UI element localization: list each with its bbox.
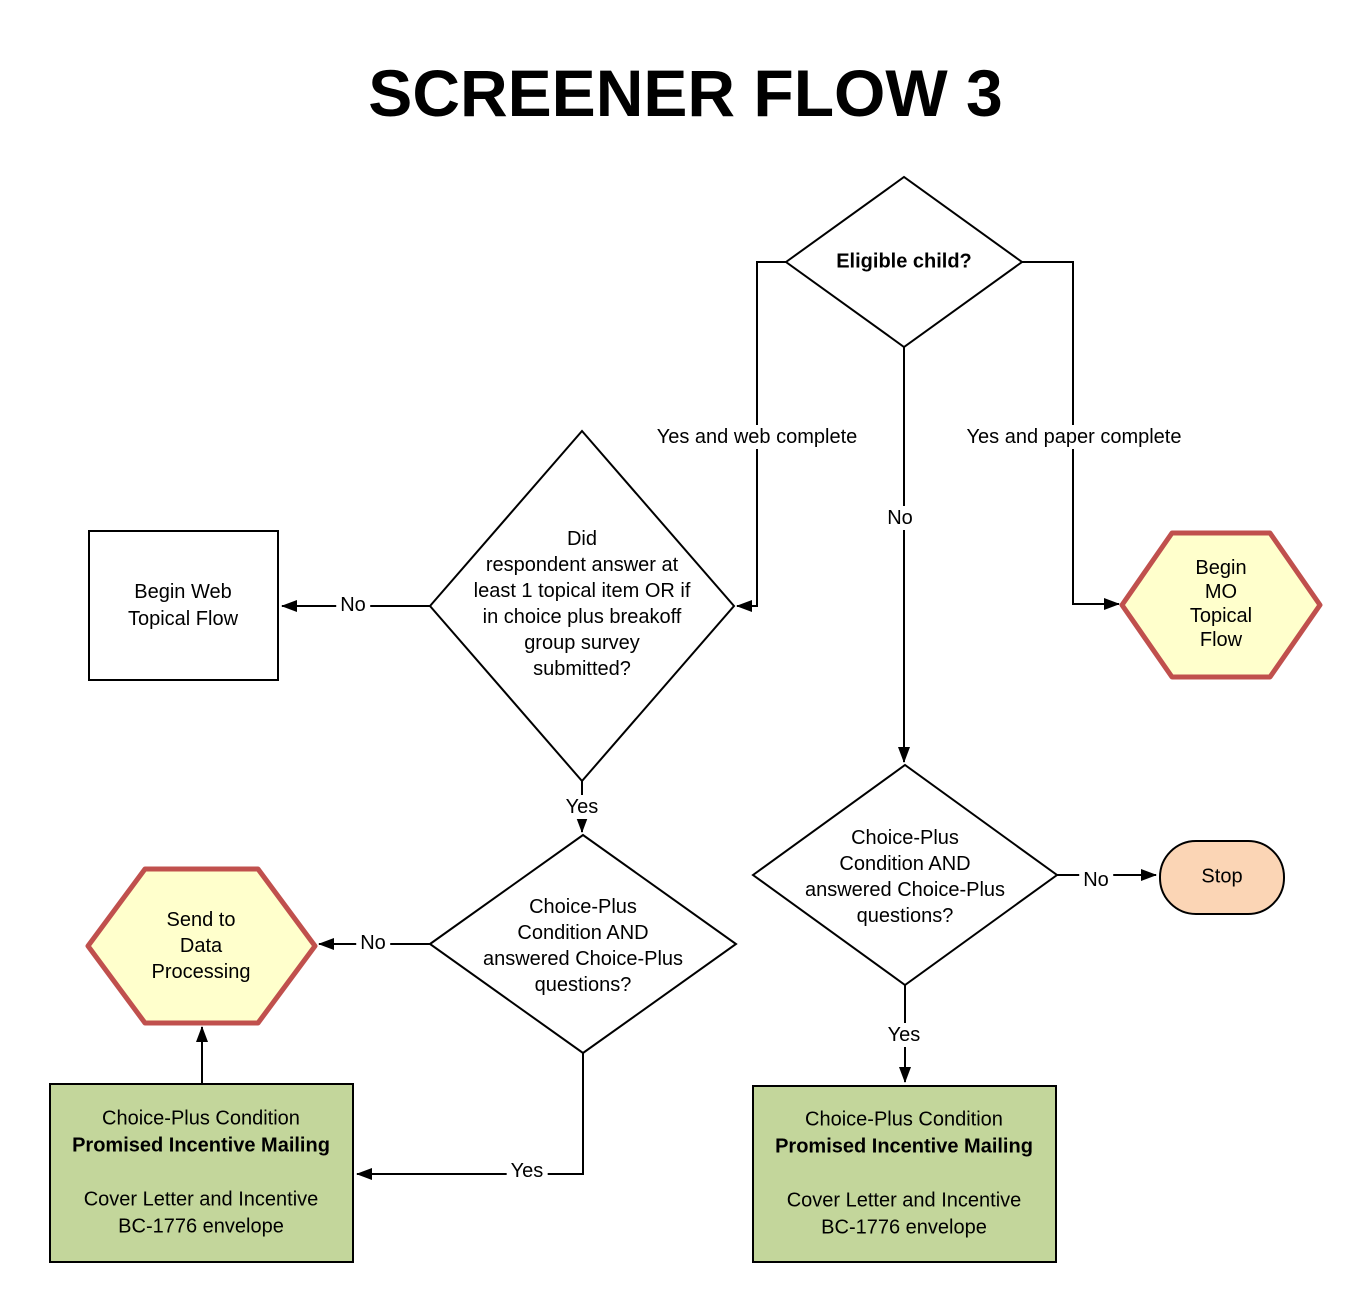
diamond-did-respond-shape [428, 429, 736, 783]
node-text-line: questions? [856, 905, 954, 927]
node-text-line: Begin Web [134, 581, 232, 603]
rect-incentive-left-label: Choice-Plus Condition Promised Incentive… [72, 1106, 330, 1241]
hexagon-begin-mo-label: Begin MO Topical Flow [1190, 556, 1252, 652]
diamond-eligible-child-label: Eligible child? [836, 250, 972, 273]
edge-label-yes-paper-complete: Yes and paper complete [962, 425, 1186, 449]
node-text-line: Cover Letter and Incentive [83, 1188, 319, 1211]
node-text-line: Flow [1199, 629, 1243, 651]
page-title: SCREENER FLOW 3 [368, 56, 1003, 130]
hexagon-send-dp-shape [85, 866, 318, 1026]
node-text-line: answered Choice-Plus [804, 879, 1006, 901]
node-text-line: questions? [534, 974, 632, 996]
edge-label-yes-web-complete: Yes and web complete [652, 425, 862, 449]
node-text-line: answered Choice-Plus [482, 948, 684, 970]
rect-incentive-left-shape [49, 1083, 354, 1263]
diamond-choice-plus-no-label: Choice-Plus Condition AND answered Choic… [805, 825, 1005, 929]
connector-choice-plus-web-to-incentive-left [356, 1053, 584, 1180]
rect-begin-web-shape [88, 530, 279, 681]
node-text-line: Promised Incentive Mailing [775, 1135, 1033, 1158]
diamond-choice-plus-web-shape [428, 833, 738, 1055]
diamond-choice-plus-no-shape [751, 763, 1059, 987]
node-text-line: Choice-Plus Condition [102, 1107, 300, 1130]
node-text-line [72, 1160, 330, 1187]
hexagon-send-dp-label: Send to Data Processing [152, 907, 251, 985]
node-text-line: group survey [524, 632, 640, 654]
node-text-line: respondent answer at [485, 554, 679, 576]
node-text-line: BC-1776 envelope [118, 1215, 284, 1238]
diamond-did-respond-label: Did respondent answer at least 1 topical… [474, 526, 691, 682]
node-text-line: MO [1204, 581, 1238, 603]
node-text-line: Begin [1195, 557, 1247, 579]
node-text-line: Choice-Plus [851, 827, 959, 849]
rect-begin-web-label: Begin Web Topical Flow [128, 579, 238, 633]
node-text-line: Cover Letter and Incentive [786, 1189, 1022, 1212]
stop-terminator-label: Stop [1201, 865, 1243, 888]
node-text-line: Condition AND [839, 853, 971, 875]
edge-label-yes-to-choice-plus: Yes [561, 795, 603, 819]
rect-incentive-right-shape [752, 1085, 1057, 1263]
node-text-line: Condition AND [517, 922, 649, 944]
node-text-line: Send to [166, 909, 236, 931]
edge-label-no-to-begin-web: No [336, 593, 370, 617]
node-text-line: Choice-Plus [529, 896, 637, 918]
hexagon-begin-mo-shape [1119, 530, 1323, 680]
node-text-line: in choice plus breakoff [482, 606, 682, 628]
edge-label-yes-to-incentive-left: Yes [506, 1159, 548, 1183]
node-text-line: BC-1776 envelope [821, 1216, 987, 1239]
edge-label-yes-to-incentive-right: Yes [883, 1023, 925, 1047]
node-text-line: Topical [1189, 605, 1253, 627]
node-text-line: Choice-Plus Condition [805, 1108, 1003, 1131]
node-text-line [775, 1161, 1033, 1188]
node-text-line: Data [179, 935, 223, 957]
edge-label-no-to-stop: No [1079, 868, 1113, 892]
node-text-line: submitted? [533, 658, 631, 680]
diamond-eligible-child-shape [784, 175, 1024, 349]
edge-label-no-to-send-dp: No [356, 931, 390, 955]
node-text-line: Did [566, 528, 597, 550]
stop-terminator-shape [1159, 840, 1285, 915]
node-text-line: Topical Flow [127, 608, 239, 630]
edge-label-no-center: No [883, 506, 917, 530]
node-text-line: least 1 topical item OR if [473, 580, 691, 602]
rect-incentive-right-label: Choice-Plus Condition Promised Incentive… [775, 1107, 1033, 1242]
node-text-line: Promised Incentive Mailing [72, 1134, 330, 1157]
node-text-line: Processing [151, 961, 251, 983]
diamond-choice-plus-web-label: Choice-Plus Condition AND answered Choic… [483, 894, 683, 998]
